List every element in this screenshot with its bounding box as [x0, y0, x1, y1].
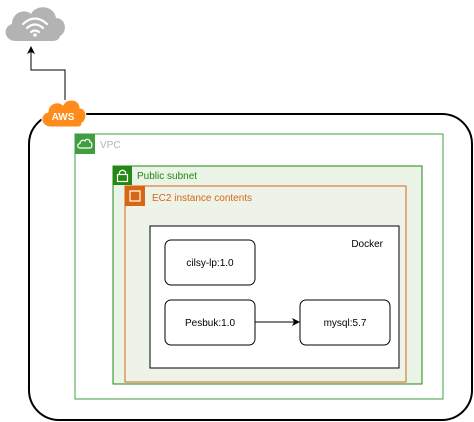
container-pesbuk-label: Pesbuk:1.0: [185, 318, 235, 329]
aws-logo-icon: AWS: [41, 99, 87, 128]
container-cilsy-lp-label: cilsy-lp:1.0: [186, 258, 234, 269]
vpc-label: VPC: [100, 140, 121, 151]
public-subnet-label: Public subnet: [137, 171, 197, 182]
vpc-cloud-icon: [75, 134, 95, 154]
container-cilsy-lp: [164, 239, 256, 286]
vpc-group: [74, 133, 444, 400]
docker-label: Docker: [351, 239, 383, 250]
container-mysql: [299, 299, 391, 346]
lock-icon: [113, 166, 132, 185]
aws-badge-label: AWS: [52, 112, 75, 123]
internet-connector: [27, 46, 66, 100]
ec2-instance-label: EC2 instance contents: [152, 193, 252, 204]
cloud-wifi-icon: [5, 7, 65, 41]
container-mysql-label: mysql:5.7: [324, 318, 367, 329]
ec2-instance-icon: [125, 186, 145, 206]
